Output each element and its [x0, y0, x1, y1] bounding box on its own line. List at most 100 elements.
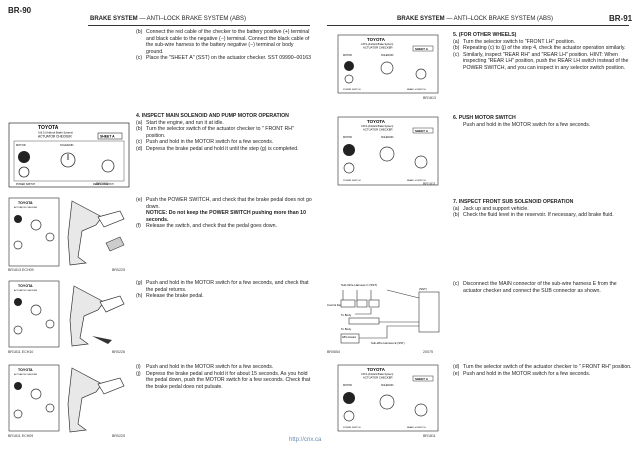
selector-dial-icon	[30, 219, 42, 231]
figure-code: BR1813 ECH09	[8, 268, 34, 272]
svg-text:ACTUATOR CHECKER: ACTUATOR CHECKER	[14, 373, 38, 376]
svg-text:REAR LH SWITCH: REAR LH SWITCH	[407, 179, 426, 182]
step-5-title: 5. (FOR OTHER WHEELS)	[453, 32, 517, 38]
checker-and-pedal-figure-2: TOYOTA ACTUATOR CHECKER	[8, 280, 130, 350]
rear-lh-label: REAR LH SWITCH	[93, 183, 114, 186]
actuator-checker-figure-4: TOYOTA A.B.S.(Antilock Brake System) ACT…	[337, 364, 439, 432]
harness-c-label: Sub-Wire Harness C (SST)	[341, 283, 377, 287]
figure-code: BR1813	[423, 96, 436, 100]
harness-e-label: Sub-Wire Harness E (SST)	[371, 341, 405, 345]
svg-text:TOYOTA: TOYOTA	[18, 201, 33, 205]
motor-switch-icon	[344, 61, 354, 71]
figure-code: BR1811	[423, 182, 436, 186]
actuator-checker-figure-3: TOYOTA A.B.S.(Antilock Brake System) ACT…	[337, 116, 439, 186]
left-page: BR-90 BRAKE SYSTEM — ANTI–LOCK BRAKE SYS…	[8, 6, 312, 438]
step-5: 5. (FOR OTHER WHEELS) (a)Turn the select…	[453, 32, 633, 72]
checker-brand: TOYOTA	[38, 125, 59, 131]
page-number: BR-90	[8, 6, 32, 15]
svg-text:SHEET A: SHEET A	[415, 47, 429, 51]
selector-dial-icon	[30, 388, 42, 400]
notice-text: NOTICE: Do not keep the POWER SWITCH pus…	[146, 210, 306, 223]
svg-text:SHEET A: SHEET A	[415, 129, 429, 133]
figure-code: BR0654	[327, 350, 340, 354]
figure-code: BR1811 ECH10	[8, 350, 34, 354]
motor-switch-icon	[14, 298, 22, 306]
running-header: BRAKE SYSTEM — ANTI–LOCK BRAKE SYSTEM (A…	[397, 16, 554, 22]
figure-code: 20075	[423, 350, 433, 354]
power-switch-label: POWER SWITCH	[16, 183, 35, 186]
actuator-checker-icon	[418, 291, 440, 333]
selector-dial-icon	[379, 146, 395, 162]
header-rule	[88, 25, 310, 26]
step-4-title: 4. INSPECT MAIN SOLENOID AND PUMP MOTOR …	[136, 113, 289, 119]
step-4: 4. INSPECT MAIN SOLENOID AND PUMP MOTOR …	[136, 113, 312, 153]
svg-text:ACTUATOR CHECKER: ACTUATOR CHECKER	[363, 46, 393, 50]
svg-text:To Body: To Body	[341, 313, 352, 317]
text-block-r5: (d)Turn the selector switch of the actua…	[453, 364, 632, 377]
svg-text:A.B.S.(Antilock Brake System): A.B.S.(Antilock Brake System)	[361, 125, 393, 128]
watermark-link[interactable]: http://cnx.ca	[289, 437, 322, 443]
selector-dial-icon	[379, 394, 395, 410]
svg-text:REAR LH SWITCH: REAR LH SWITCH	[407, 426, 426, 429]
text-block-r4: (c)Disconnect the MAIN connector of the …	[453, 281, 617, 294]
svg-text:ACTUATOR CHECKER: ACTUATOR CHECKER	[363, 128, 393, 132]
header-rule	[327, 25, 629, 26]
brake-pedal-icon	[69, 285, 105, 347]
figure-code: BR0226	[112, 350, 125, 354]
svg-text:A.B.S.(Antilock Brake System): A.B.S.(Antilock Brake System)	[361, 373, 393, 376]
page-number: BR-91	[609, 14, 633, 23]
svg-text:ACTUATOR CHECKER: ACTUATOR CHECKER	[14, 206, 38, 209]
motor-label: MOTOR	[16, 143, 26, 147]
brake-pedal-icon	[67, 200, 103, 266]
svg-text:SOLENOID: SOLENOID	[381, 384, 394, 387]
checker-and-pedal-figure-1: TOYOTA ACTUATOR CHECKER	[8, 197, 130, 269]
svg-text:To Body: To Body	[341, 327, 352, 331]
selector-dial-icon	[30, 304, 42, 316]
svg-text:A.B.S.(Antilock Brake System): A.B.S.(Antilock Brake System)	[361, 43, 393, 46]
figure-code: BR0225	[112, 434, 125, 438]
step-7: 7. INSPECT FRONT SUB SOLENOID OPERATION …	[453, 199, 633, 219]
figure-code: BR0225	[112, 268, 125, 272]
control-relay-label: Control Relay	[327, 303, 345, 307]
selector-dial-icon	[380, 61, 394, 75]
svg-text:TOYOTA: TOYOTA	[367, 367, 386, 372]
svg-text:POWER SWITCH: POWER SWITCH	[343, 180, 361, 182]
checker-and-pedal-figure-3: TOYOTA ACTUATOR CHECKER	[8, 364, 130, 434]
motor-switch-icon	[14, 215, 22, 223]
svg-text:SOLENOID: SOLENOID	[381, 136, 394, 139]
svg-text:MOTOR: MOTOR	[343, 384, 352, 387]
figure-code: BR1811	[423, 434, 436, 438]
checker-title: ACTUATOR CHECKER	[38, 135, 72, 139]
svg-text:REAR LH SWITCH: REAR LH SWITCH	[407, 88, 426, 91]
svg-text:SOLENOID: SOLENOID	[381, 54, 394, 57]
figure-code: BR1811	[96, 182, 109, 186]
running-header: BRAKE SYSTEM — ANTI–LOCK BRAKE SYSTEM (A…	[90, 16, 247, 22]
sub-wire-harness-diagram: Sub-Wire Harness C (SST) (SST) Control R…	[327, 280, 443, 352]
svg-text:TOYOTA: TOYOTA	[18, 284, 33, 288]
sheet-a-label: SHEET A	[100, 135, 115, 139]
svg-text:TOYOTA: TOYOTA	[367, 37, 386, 42]
step-6: 6. PUSH MOTOR SWITCH Push and hold in th…	[453, 115, 633, 128]
svg-text:POWER SWITCH: POWER SWITCH	[343, 427, 361, 429]
solenoid-label: SOLENOID	[60, 143, 74, 147]
svg-text:MOTOR: MOTOR	[343, 54, 352, 57]
svg-text:MOTOR: MOTOR	[343, 136, 352, 139]
svg-text:ACTUATOR CHECKER: ACTUATOR CHECKER	[14, 289, 38, 292]
svg-text:TOYOTA: TOYOTA	[18, 368, 33, 372]
text-block-1: (b)Connect the red cable of the checker …	[136, 29, 311, 62]
motor-switch-icon	[343, 392, 355, 404]
right-page: BRAKE SYSTEM — ANTI–LOCK BRAKE SYSTEM (A…	[319, 0, 638, 452]
motor-switch-icon	[14, 382, 22, 390]
svg-text:POWER SWITCH: POWER SWITCH	[343, 89, 361, 91]
step-7-title: 7. INSPECT FRONT SUB SOLENOID OPERATION	[453, 199, 574, 205]
actuator-checker-figure-2: TOYOTA A.B.S.(Antilock Brake System) ACT…	[337, 34, 439, 94]
text-block-5: (i)Push and hold in the MOTOR switch for…	[136, 364, 311, 390]
brake-pedal-icon	[67, 367, 103, 433]
step-6-title: 6. PUSH MOTOR SWITCH	[453, 115, 516, 121]
svg-text:SHEET A: SHEET A	[415, 377, 429, 381]
svg-text:TOYOTA: TOYOTA	[367, 119, 386, 124]
actuator-checker-figure-1: TOYOTA A.B.S.(Antilock Brake System) ACT…	[8, 122, 130, 188]
text-block-4: (g)Push and hold in the MOTOR switch for…	[136, 280, 309, 300]
motor-switch-icon	[343, 144, 355, 156]
svg-text:ACTUATOR CHECKER: ACTUATOR CHECKER	[363, 376, 393, 380]
